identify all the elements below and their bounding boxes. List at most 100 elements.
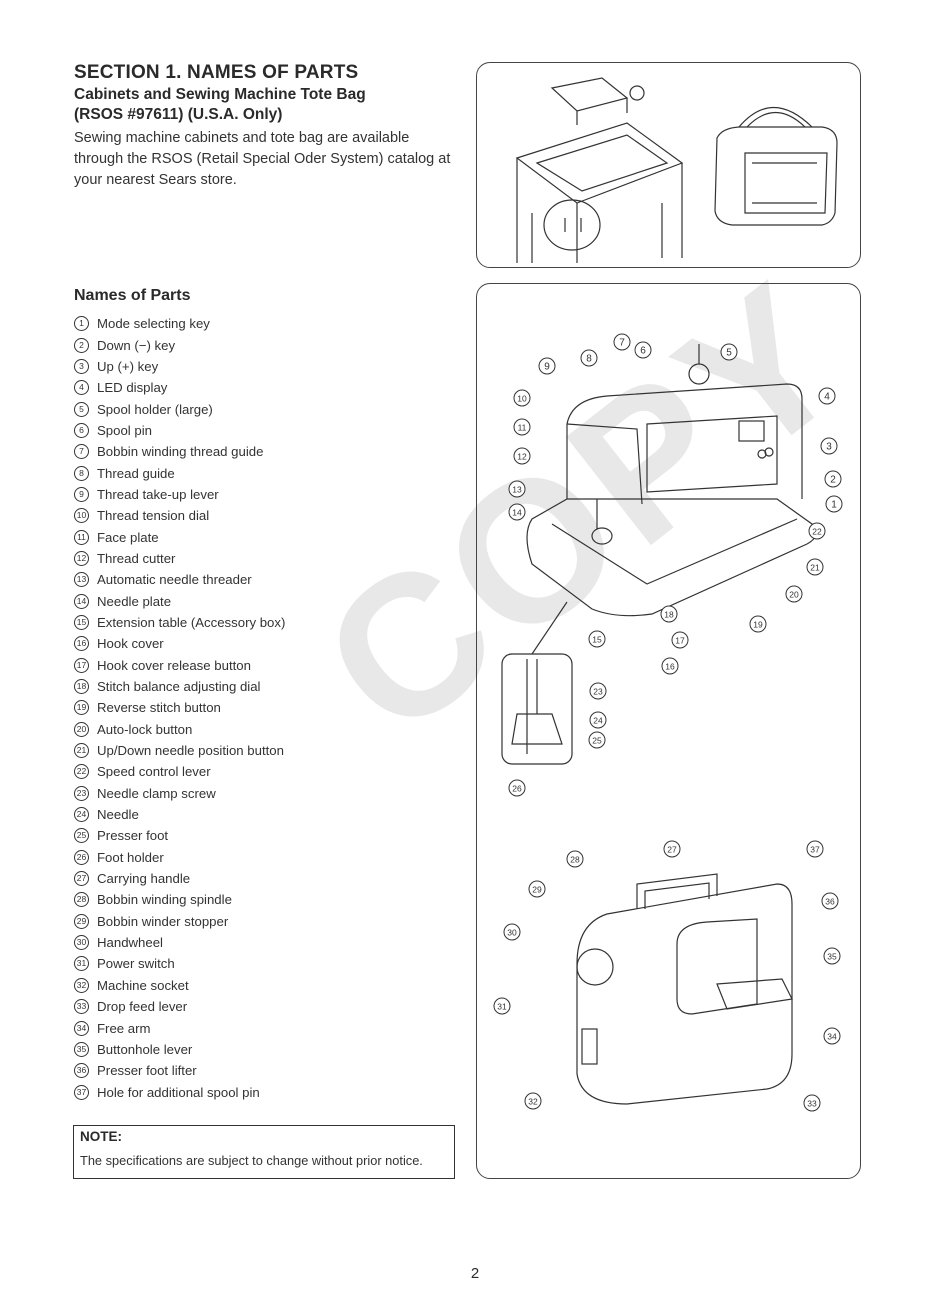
part-item: 18 Stitch balance adjusting dial	[74, 676, 285, 697]
part-number: 31	[74, 956, 89, 972]
callout-circle	[785, 585, 803, 603]
callout-label: 4	[824, 392, 830, 403]
callout-circle	[508, 503, 526, 521]
callout-circle	[808, 522, 826, 540]
callout-label: 14	[512, 508, 522, 518]
callout-circle	[634, 341, 652, 359]
section-title: SECTION 1. NAMES OF PARTS	[74, 62, 359, 83]
callout-circle	[588, 630, 606, 648]
part-number: 18	[74, 679, 89, 695]
cabinet-tote-panel	[476, 62, 861, 268]
callout-circle	[513, 418, 531, 436]
machine-diagram: 1234567891011121314151617181920212223242…	[493, 333, 843, 1112]
callout-label: 37	[810, 845, 820, 855]
part-number: 25	[74, 828, 89, 844]
callout-label: 25	[592, 736, 602, 746]
part-number: 27	[74, 871, 89, 887]
callout-label: 17	[675, 636, 685, 646]
part-label: Carrying handle	[97, 871, 191, 887]
part-number: 14	[74, 593, 89, 609]
callout-label: 18	[664, 610, 674, 620]
part-label: Thread take-up lever	[97, 486, 219, 502]
part-label: Thread cutter	[97, 550, 176, 566]
part-number: 22	[74, 764, 89, 780]
callout-circle	[806, 558, 824, 576]
part-number: 35	[74, 1041, 89, 1057]
note-text: The specifications are subject to change…	[80, 1153, 423, 1168]
part-number: 6	[74, 422, 89, 438]
callout-circle	[821, 892, 839, 910]
part-label: Handwheel	[97, 935, 163, 951]
callout-label: 15	[592, 635, 602, 645]
part-label: Spool pin	[97, 422, 152, 438]
part-item: 6 Spool pin	[74, 420, 285, 441]
callout-label: 24	[593, 716, 603, 726]
subtitle-line-1: Cabinets and Sewing Machine Tote Bag	[74, 86, 366, 103]
callout-circle	[823, 1027, 841, 1045]
part-label: Down (−) key	[97, 337, 176, 353]
part-item: 9 Thread take-up lever	[74, 484, 285, 505]
part-label: Power switch	[97, 956, 175, 972]
part-number: 15	[74, 614, 89, 630]
part-label: Auto-lock button	[97, 721, 193, 737]
callout-circle	[825, 495, 843, 513]
callout-label: 1	[831, 500, 837, 511]
part-label: Presser foot lifter	[97, 1063, 197, 1079]
part-label: Bobbin winder stopper	[97, 913, 229, 929]
callout-circle	[588, 731, 606, 749]
part-number: 24	[74, 807, 89, 823]
callout-group: 1234567891011121314151617181920212223242…	[493, 333, 843, 1112]
callout-label: 16	[665, 662, 675, 672]
part-label: Stitch balance adjusting dial	[97, 679, 261, 695]
callout-label: 29	[532, 885, 542, 895]
part-number: 30	[74, 935, 89, 951]
part-label: Mode selecting key	[97, 316, 210, 332]
part-label: Up (+) key	[97, 358, 159, 374]
callout-circle	[508, 779, 526, 797]
part-number: 32	[74, 977, 89, 993]
callout-label: 31	[497, 1002, 507, 1012]
part-number: 13	[74, 572, 89, 588]
callout-label: 11	[518, 423, 527, 433]
part-item: 27 Carrying handle	[74, 868, 285, 889]
callout-circle	[818, 387, 836, 405]
intro-text: Sewing machine cabinets and tote bag are…	[74, 130, 451, 188]
callout-circle	[524, 1092, 542, 1110]
callout-circle	[538, 357, 556, 375]
callout-label: 5	[726, 348, 732, 359]
callout-label: 9	[544, 362, 550, 373]
callout-circle	[513, 389, 531, 407]
part-number: 21	[74, 743, 89, 759]
callout-circle	[513, 447, 531, 465]
part-number: 7	[74, 444, 89, 460]
callout-circle	[806, 840, 824, 858]
cabinet-tote-illustration	[515, 77, 838, 263]
callout-circle	[820, 437, 838, 455]
part-item: 11 Face plate	[74, 526, 285, 547]
part-item: 30 Handwheel	[74, 932, 285, 953]
part-label: LED display	[97, 380, 168, 396]
part-number: 10	[74, 508, 89, 524]
part-label: Face plate	[97, 529, 159, 545]
back-machine-drawing	[576, 873, 793, 1105]
part-number: 11	[74, 529, 89, 545]
callout-circle	[749, 615, 767, 633]
part-number: 9	[74, 486, 89, 502]
callout-label: 7	[619, 338, 625, 349]
